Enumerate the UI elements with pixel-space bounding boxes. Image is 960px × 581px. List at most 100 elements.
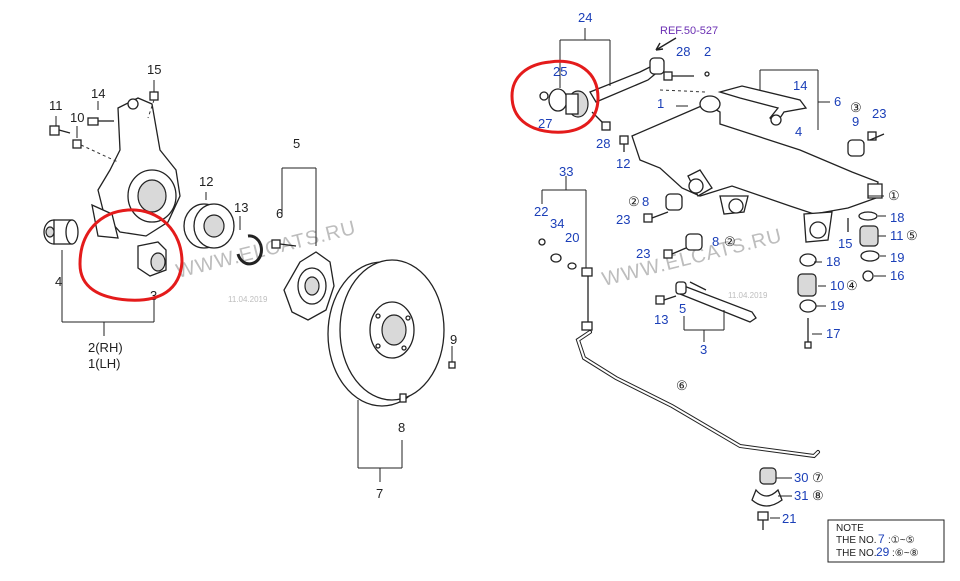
label-10: 10 <box>70 110 84 125</box>
note-line2-num: 29 <box>876 545 890 559</box>
note-line1-range: :①~⑤ <box>888 535 915 546</box>
label-r8c: ⑧ <box>812 488 824 503</box>
label-r34: 34 <box>550 216 564 231</box>
label-r15: 15 <box>838 236 852 251</box>
highlight-left <box>78 208 184 302</box>
label-1-lh: 1(LH) <box>88 356 121 371</box>
label-r20: 20 <box>565 230 579 245</box>
label-r9: 9 <box>852 114 859 129</box>
label-r19a: 19 <box>890 250 904 265</box>
crossmember-1 <box>631 95 883 243</box>
label-r14: 14 <box>793 78 807 93</box>
hub-5 <box>283 251 335 321</box>
label-9: 9 <box>450 332 457 347</box>
bracket-31 <box>751 488 783 507</box>
bushing-9-right <box>847 139 865 157</box>
label-r6c: ⑥ <box>676 378 688 393</box>
label-r10: 10 <box>830 278 844 293</box>
snap-ring-13 <box>236 234 263 266</box>
note-title: NOTE <box>836 523 864 534</box>
stabilizer-link <box>538 238 593 331</box>
label-r33: 33 <box>559 164 573 179</box>
label-r23a: 23 <box>872 106 886 121</box>
bolt-23-low <box>663 247 687 259</box>
note-line2-range: :⑥~⑧ <box>892 548 919 559</box>
screw-9 <box>448 346 456 369</box>
label-r30: 30 <box>794 470 808 485</box>
label-r17: 17 <box>826 326 840 341</box>
label-r28b: 28 <box>596 136 610 151</box>
bushing-4 <box>43 219 79 245</box>
highlight-right <box>510 59 600 134</box>
bushing-8-top <box>665 193 683 211</box>
label-r4c: ④ <box>846 278 858 293</box>
label-r11: 11 <box>890 228 904 243</box>
label-r1c: ① <box>888 188 900 203</box>
label-r1: 1 <box>657 96 664 111</box>
label-11: 11 <box>49 98 63 113</box>
label-r27: 27 <box>538 116 552 131</box>
label-r25: 25 <box>553 64 567 79</box>
note-box: NOTE THE NO. 7 :①~⑤ THE NO. 29 :⑥~⑧ <box>827 519 945 563</box>
screw-8 <box>399 393 407 403</box>
label-r8b: 8 <box>712 234 719 249</box>
label-r23c: 23 <box>636 246 650 261</box>
label-r5c: ⑤ <box>906 228 918 243</box>
label-r8a: 8 <box>642 194 649 209</box>
label-r6a: 6 <box>834 94 841 109</box>
stabilizer-bar <box>575 330 820 459</box>
label-r5: 5 <box>679 301 686 316</box>
bushing-3 <box>137 241 167 277</box>
label-r23b: 23 <box>616 212 630 227</box>
bolt-17 <box>804 318 812 349</box>
label-r31: 31 <box>794 488 808 503</box>
knuckle-assembly <box>91 97 181 239</box>
adjust-link <box>675 281 757 323</box>
label-r3: 3 <box>700 342 707 357</box>
bolt-15 <box>147 80 159 119</box>
label-r16: 16 <box>890 268 904 283</box>
label-6: 6 <box>276 206 283 221</box>
label-3: 3 <box>150 288 157 303</box>
note-line1-prefix: THE NO. <box>836 535 877 546</box>
upper-arm <box>717 85 808 126</box>
bolt-13-right <box>655 295 677 305</box>
bolt-11-nut-10 <box>49 116 119 163</box>
watermark-date-left: 11.04.2019 <box>228 295 268 304</box>
label-r19b: 19 <box>830 298 844 313</box>
label-15: 15 <box>147 62 161 77</box>
label-r7c: ⑦ <box>812 470 824 485</box>
bushing-30 <box>759 467 777 485</box>
bolt-28-top <box>663 71 694 81</box>
label-13: 13 <box>234 200 248 215</box>
bushing-25 <box>539 88 589 118</box>
label-r4: 4 <box>795 124 802 139</box>
label-r3c: ③ <box>850 100 862 115</box>
label-8: 8 <box>398 420 405 435</box>
brake-disc-7 <box>327 259 445 407</box>
trailing-arm <box>589 57 665 103</box>
label-5: 5 <box>293 136 300 151</box>
label-r22: 22 <box>534 204 548 219</box>
label-r2a: 2 <box>704 44 711 59</box>
watermark-date-right: 11.04.2019 <box>728 291 768 300</box>
label-4: 4 <box>55 274 62 289</box>
bolt-12-right <box>619 135 629 152</box>
label-2-rh: 2(RH) <box>88 340 123 355</box>
label-r18a: 18 <box>890 210 904 225</box>
label-12: 12 <box>199 174 213 189</box>
label-r24: 24 <box>578 10 592 25</box>
label-14: 14 <box>91 86 105 101</box>
label-r13: 13 <box>654 312 668 327</box>
label-7: 7 <box>376 486 383 501</box>
label-r18b: 18 <box>826 254 840 269</box>
label-r21: 21 <box>782 511 796 526</box>
label-r2c: ② <box>628 194 640 209</box>
bolt-14 <box>87 101 114 126</box>
bolt-23-right <box>867 131 885 141</box>
note-line2-prefix: THE NO. <box>836 548 877 559</box>
label-r2d: ② <box>724 234 736 249</box>
bolt-23-mid <box>643 211 669 223</box>
